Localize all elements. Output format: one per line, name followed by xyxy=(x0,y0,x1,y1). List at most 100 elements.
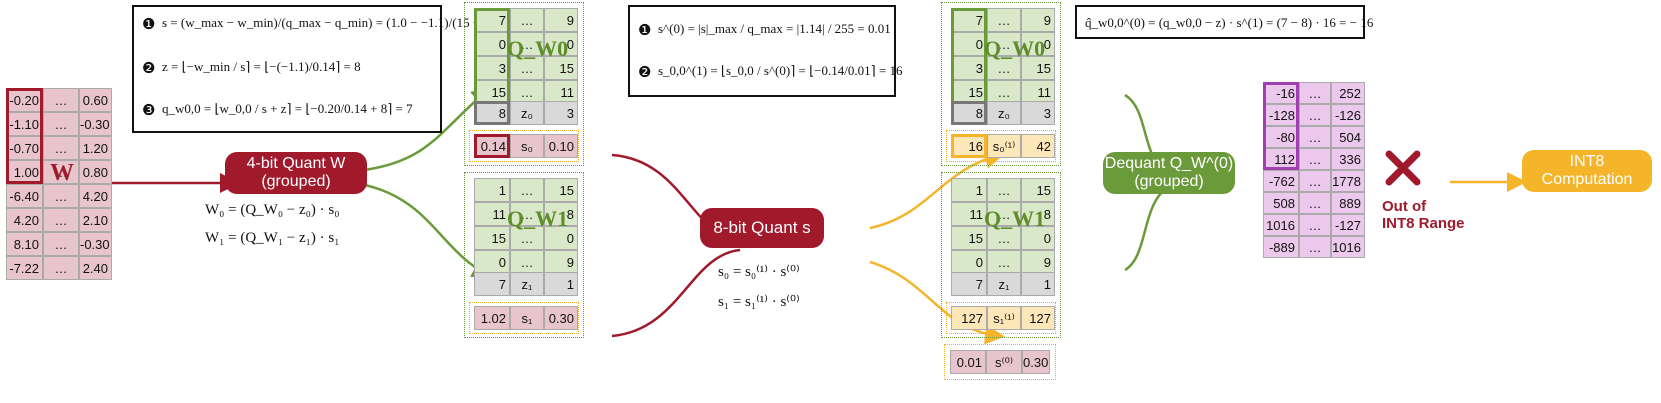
q0r-scale-cell: 42 xyxy=(1021,134,1055,158)
step-1b-icon: ❶ xyxy=(638,23,652,39)
dequant-subtitle: (grouped) xyxy=(1134,173,1204,190)
result-matrix-cell: … xyxy=(1299,192,1331,214)
step-2b-icon: ❷ xyxy=(638,65,652,81)
formula-box-dequant: q̂_w0,0^(0) = (q_w0,0 − z) · s^(1) = (7 … xyxy=(1075,5,1373,39)
q1r-zero-cell: z₁ xyxy=(987,272,1021,296)
result-matrix-cell: … xyxy=(1299,214,1331,236)
result-matrix-cell: -889 xyxy=(1263,236,1299,258)
wire-quant-to-q1 xyxy=(364,183,493,278)
equation-s0: s₀ = s₀⁽¹⁾ · s⁽⁰⁾ xyxy=(718,264,800,280)
q0r-scale-frame xyxy=(946,130,1056,162)
q1r-scale-cell: 127 xyxy=(1021,306,1055,330)
q0r-column-highlight xyxy=(951,8,987,104)
q0r-zero-cell: 3 xyxy=(1021,101,1055,125)
q1r-matrix-cell: 0 xyxy=(951,250,987,274)
q0-scale-cell: s₀ xyxy=(510,134,544,158)
out-of-range-line2: INT8 Range xyxy=(1382,215,1465,232)
weight-matrix-cell: -7.22 xyxy=(6,256,43,280)
q1-scale-frame xyxy=(469,302,579,334)
result-matrix-cell: -127 xyxy=(1331,214,1365,236)
wire-q1r-to-dequant xyxy=(1124,183,1173,272)
q0r-matrix-label: Q_W0 xyxy=(984,36,1046,61)
q0r-matrix-cell: … xyxy=(987,32,1021,56)
weight-matrix-cell: … xyxy=(43,88,79,112)
formula3-line: q̂_w0,0^(0) = (q_w0,0 − z) · s^(1) = (7 … xyxy=(1085,15,1374,30)
wire-quant-to-q0 xyxy=(364,86,492,172)
weight-matrix-cell: 2.40 xyxy=(79,256,112,280)
equation-w0: W₀ = (Q_W₀ − z₀) · s₀ xyxy=(205,202,340,218)
q0-matrix-label: Q_W0 xyxy=(507,36,569,61)
q0r-matrix-cell: … xyxy=(987,56,1021,80)
formula-line-1: s = (w_max − w_min)/(q_max − q_min) = (1… xyxy=(162,15,531,30)
result-matrix-cell: 1778 xyxy=(1331,170,1365,192)
q1r-matrix-cell: 15 xyxy=(951,226,987,250)
quant-4bit-subtitle: (grouped) xyxy=(261,173,331,190)
q1-matrix-cell: 1 xyxy=(474,178,510,202)
step-2-icon: ❷ xyxy=(142,61,156,77)
quant-8bit-node: 8-bit Quant s xyxy=(700,208,824,248)
weight-matrix-cell: … xyxy=(43,112,79,136)
q1-zero-cell: 1 xyxy=(544,272,578,296)
q0-zero-highlight xyxy=(474,101,510,125)
q1-matrix-cell: 0 xyxy=(474,250,510,274)
result-column-highlight xyxy=(1263,82,1299,170)
weight-matrix-cell: 4.20 xyxy=(79,184,112,208)
q1r-scale-cell: s₁⁽¹⁾ xyxy=(987,306,1021,330)
dequant-title: Dequant Q_W^(0) xyxy=(1104,155,1234,172)
weight-matrix-cell: -0.30 xyxy=(79,232,112,256)
equation-w1: W₁ = (Q_W₁ − z₁) · s₁ xyxy=(205,230,340,246)
q1-matrix-cell: 15 xyxy=(544,178,578,202)
step-3-icon: ❸ xyxy=(142,103,156,119)
weight-matrix-cell: … xyxy=(43,184,79,208)
result-matrix-cell: 1016 xyxy=(1331,236,1365,258)
weight-matrix-label: W xyxy=(50,160,74,186)
weight-matrix-cell: … xyxy=(43,160,79,184)
q1r-matrix-cell: 11 xyxy=(951,202,987,226)
result-matrix-cell: 504 xyxy=(1331,126,1365,148)
q1-matrix-cell: 15 xyxy=(474,226,510,250)
q1r-zero-cell: 1 xyxy=(1021,272,1055,296)
formula-line-2: z = ⌊−w_min / s⌉ = ⌊−(−1.1)/0.14⌉ = 8 xyxy=(162,59,361,74)
int8-title: INT8 xyxy=(1569,153,1605,170)
q0-matrix-cell: 11 xyxy=(544,80,578,104)
q1r-matrix-label: Q_W1 xyxy=(984,206,1046,231)
q1-zero-cell: z₁ xyxy=(510,272,544,296)
weight-matrix-cell: 2.10 xyxy=(79,208,112,232)
q1-group-frame xyxy=(464,172,584,338)
weight-matrix-cell: -0.30 xyxy=(79,112,112,136)
q1-matrix-cell: 9 xyxy=(544,250,578,274)
q1-zero-cell: 7 xyxy=(474,272,510,296)
q1r-zero-cell: 7 xyxy=(951,272,987,296)
q1r-scale-frame xyxy=(946,302,1056,334)
q1-matrix-cell: … xyxy=(510,226,544,250)
result-matrix-cell: 508 xyxy=(1263,192,1299,214)
q0-scale-frame xyxy=(469,130,579,162)
q1-matrix-label: Q_W1 xyxy=(507,206,569,231)
q0r-zero-highlight xyxy=(951,101,987,125)
s0-cell: s⁽⁰⁾ xyxy=(986,350,1022,374)
q1-matrix-cell: … xyxy=(510,202,544,226)
q0r-scale-cell: s₀⁽¹⁾ xyxy=(987,134,1021,158)
formula2-line-1: s^(0) = |s|_max / q_max = |1.14| / 255 =… xyxy=(658,21,891,36)
wire-8bit-to-s1r xyxy=(869,260,1005,345)
q0r-matrix-cell: … xyxy=(987,80,1021,104)
q0-matrix-cell: 0 xyxy=(544,32,578,56)
weight-column-highlight xyxy=(6,88,43,184)
q0r-scale-highlight xyxy=(951,134,987,158)
weight-matrix-cell: … xyxy=(43,232,79,256)
weight-matrix-cell: 1.20 xyxy=(79,136,112,160)
dequant-node: Dequant Q_W^(0) (grouped) xyxy=(1103,152,1235,194)
q0-scale-cell: 0.10 xyxy=(544,134,578,158)
weight-matrix-cell: 8.10 xyxy=(6,232,43,256)
weight-matrix-cell: 1.00 xyxy=(6,160,43,184)
q0-zero-cell: z₀ xyxy=(510,101,544,125)
q0-matrix-cell: … xyxy=(510,32,544,56)
q0r-matrix-cell: 15 xyxy=(951,80,987,104)
result-matrix-cell: 1016 xyxy=(1263,214,1299,236)
q0-column-highlight xyxy=(474,8,510,104)
weight-matrix-cell: 4.20 xyxy=(6,208,43,232)
formula-box-double-quant: ❶ ❷ s^(0) = |s|_max / q_max = |1.14| / 2… xyxy=(628,5,903,97)
q0-scale-highlight xyxy=(474,134,510,158)
q1r-matrix-cell: 0 xyxy=(1021,226,1055,250)
q1r-matrix-cell: 1 xyxy=(951,178,987,202)
